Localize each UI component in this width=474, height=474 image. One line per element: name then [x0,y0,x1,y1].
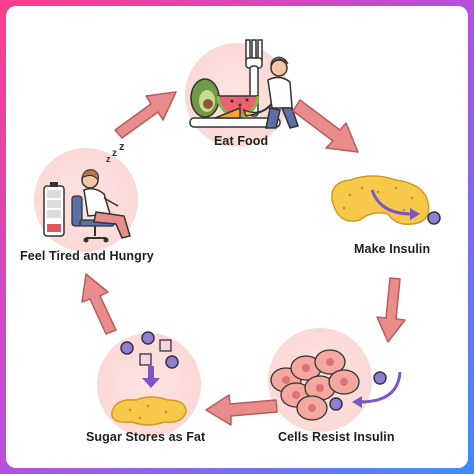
stage-label-feel-tired-and-hungry: Feel Tired and Hungry [20,249,154,263]
arrow-cells-to-fat [205,394,278,426]
svg-text:z: z [106,154,111,164]
arrow-insulin-to-cells [376,277,406,343]
arrow-tired-to-eat [114,91,177,139]
stage-label-cells-resist-insulin: Cells Resist Insulin [278,430,395,444]
arrow-eat-to-insulin [292,99,359,153]
pancreas-icon [331,175,441,226]
svg-text:z: z [112,148,117,159]
svg-text:z: z [119,141,125,153]
stage-label-make-insulin: Make Insulin [354,242,431,256]
cells-icon [270,349,402,421]
stage-label-sugar-stores-as-fat: Sugar Stores as Fat [86,430,206,444]
stage-label-eat-food: Eat Food [214,134,269,148]
fat-storage-icon [111,331,187,426]
tired-person-icon: z z z [43,141,131,243]
food-plate-icon [189,39,299,129]
arrow-fat-to-tired [81,273,117,335]
